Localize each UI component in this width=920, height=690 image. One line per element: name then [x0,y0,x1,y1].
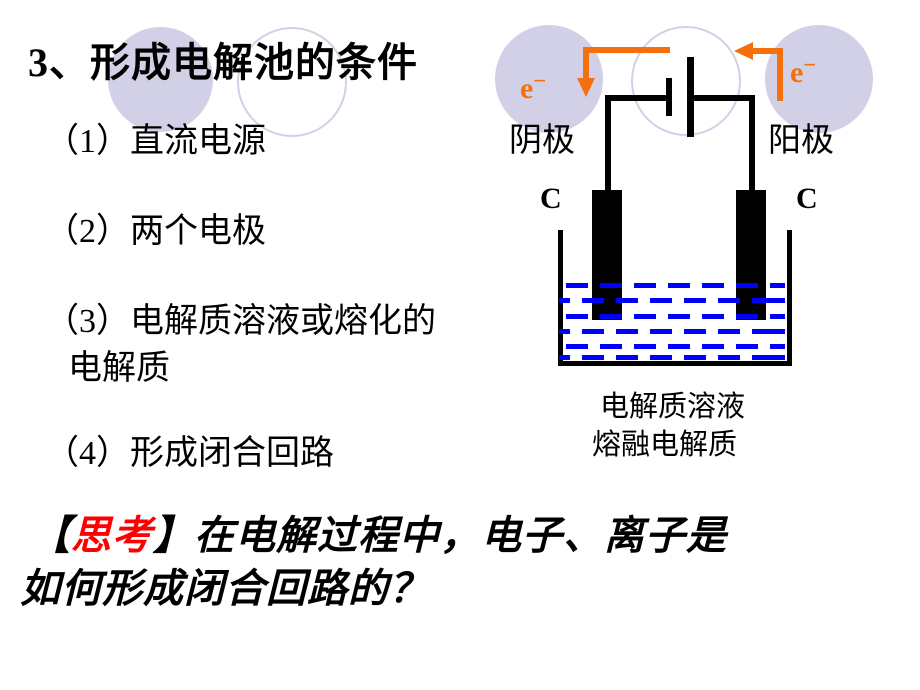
beaker-base [558,361,792,366]
circuit-wire-top-right [693,95,755,101]
solution-dash-row [566,314,785,319]
circuit-wire-left-vertical [605,95,611,195]
solution-dash-row [559,329,785,334]
think-bracket-close: 】 [153,512,194,559]
caption-molten-electrolyte: 熔融电解质 [592,429,738,461]
electron-right-text: e [790,56,804,90]
circuit-wire-top-left [605,95,670,101]
electron-right-charge: − [803,52,817,77]
electron-arrow-left [577,47,670,97]
electron-left-charge: − [533,68,547,93]
electron-arrow-right [734,42,783,101]
condition-item-2: （2）两个电极 [45,213,266,250]
solution-dash-row [566,283,785,288]
think-question-part-1: 在电解过程中，电子、离子是 [194,512,727,559]
condition-item-3: （3）电解质溶液或熔化的 [45,303,436,340]
solution-dash-row [566,344,785,349]
electron-label-right: e− [790,52,816,90]
battery-negative-plate [666,78,672,116]
electron-label-left: e− [520,68,546,106]
think-prompt-line-2: 如何形成闭合回路的？ [20,565,430,612]
battery-positive-plate [687,57,694,137]
beaker-wall-right [787,230,792,366]
solution-dash-row [559,298,785,303]
circuit-wire-right-vertical [749,95,755,195]
think-bracket-open: 【 [30,512,71,559]
electron-left-text: e [520,72,534,106]
condition-item-3-continuation: 电解质 [68,350,170,387]
carbon-label-left: C [540,182,562,215]
anode-label: 阳极 [768,123,834,159]
solution-dash-row [559,355,785,360]
cathode-label: 阴极 [509,123,575,159]
think-prompt-line-1: 【思考】在电解过程中，电子、离子是 [30,503,727,561]
condition-item-4: （4）形成闭合回路 [45,435,334,472]
think-keyword: 思考 [71,512,153,559]
page-title: 3、形成电解池的条件 [28,40,418,85]
carbon-label-right: C [796,182,818,215]
condition-item-1: （1）直流电源 [45,123,266,160]
caption-electrolyte-solution: 电解质溶液 [600,391,746,423]
